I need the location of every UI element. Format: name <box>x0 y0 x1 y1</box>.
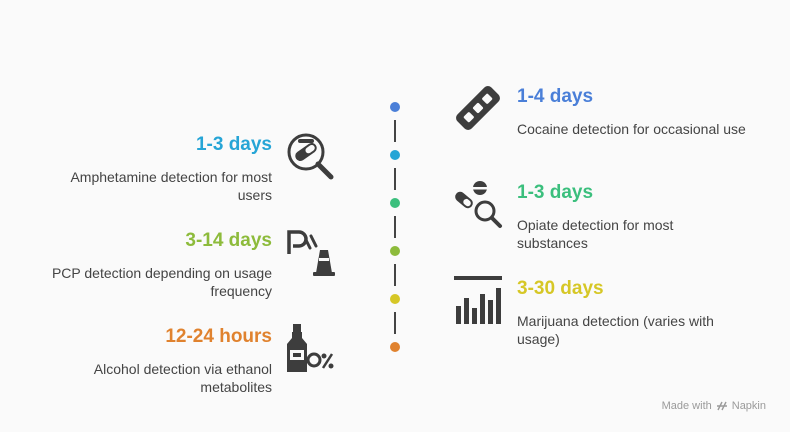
item-description: Opiate detection for most substances <box>517 217 674 251</box>
item-description: Cocaine detection for occasional use <box>517 121 746 137</box>
bottle-percent-icon <box>287 324 334 372</box>
pills-search-icon <box>455 181 502 228</box>
item-description: Alcohol detection via ethanol metabolite… <box>93 361 272 395</box>
item-description: Marijuana detection (varies with usage) <box>517 313 714 347</box>
timeline-dot-amphetamine <box>390 150 400 160</box>
item-heading: 1-3 days <box>195 134 272 155</box>
timeline-dot-alcohol <box>390 342 400 352</box>
parking-cone-icon <box>287 230 335 276</box>
item-description: PCP detection depending on usage frequen… <box>51 265 272 299</box>
napkin-watermark: Made with Napkin <box>662 400 766 412</box>
bar-chart-icon <box>454 276 502 324</box>
timeline-dot-pcp <box>390 246 400 256</box>
item-heading: 1-4 days <box>517 86 594 107</box>
pill-magnifier-icon <box>287 133 334 180</box>
made-with-label: Made with <box>661 400 712 412</box>
napkin-logo-icon <box>716 401 727 411</box>
napkin-brand: Napkin <box>731 400 766 412</box>
timeline-dot-cocaine <box>390 102 400 112</box>
item-description: Amphetamine detection for most users <box>70 169 272 203</box>
item-heading: 3-30 days <box>517 278 604 299</box>
timeline-dot-marijuana <box>390 294 400 304</box>
timeline-dot-opiate <box>390 198 400 208</box>
item-heading: 1-3 days <box>517 182 594 203</box>
item-heading: 3-14 days <box>185 230 272 251</box>
item-heading: 12-24 hours <box>165 326 272 347</box>
test-strip-icon <box>456 86 500 130</box>
